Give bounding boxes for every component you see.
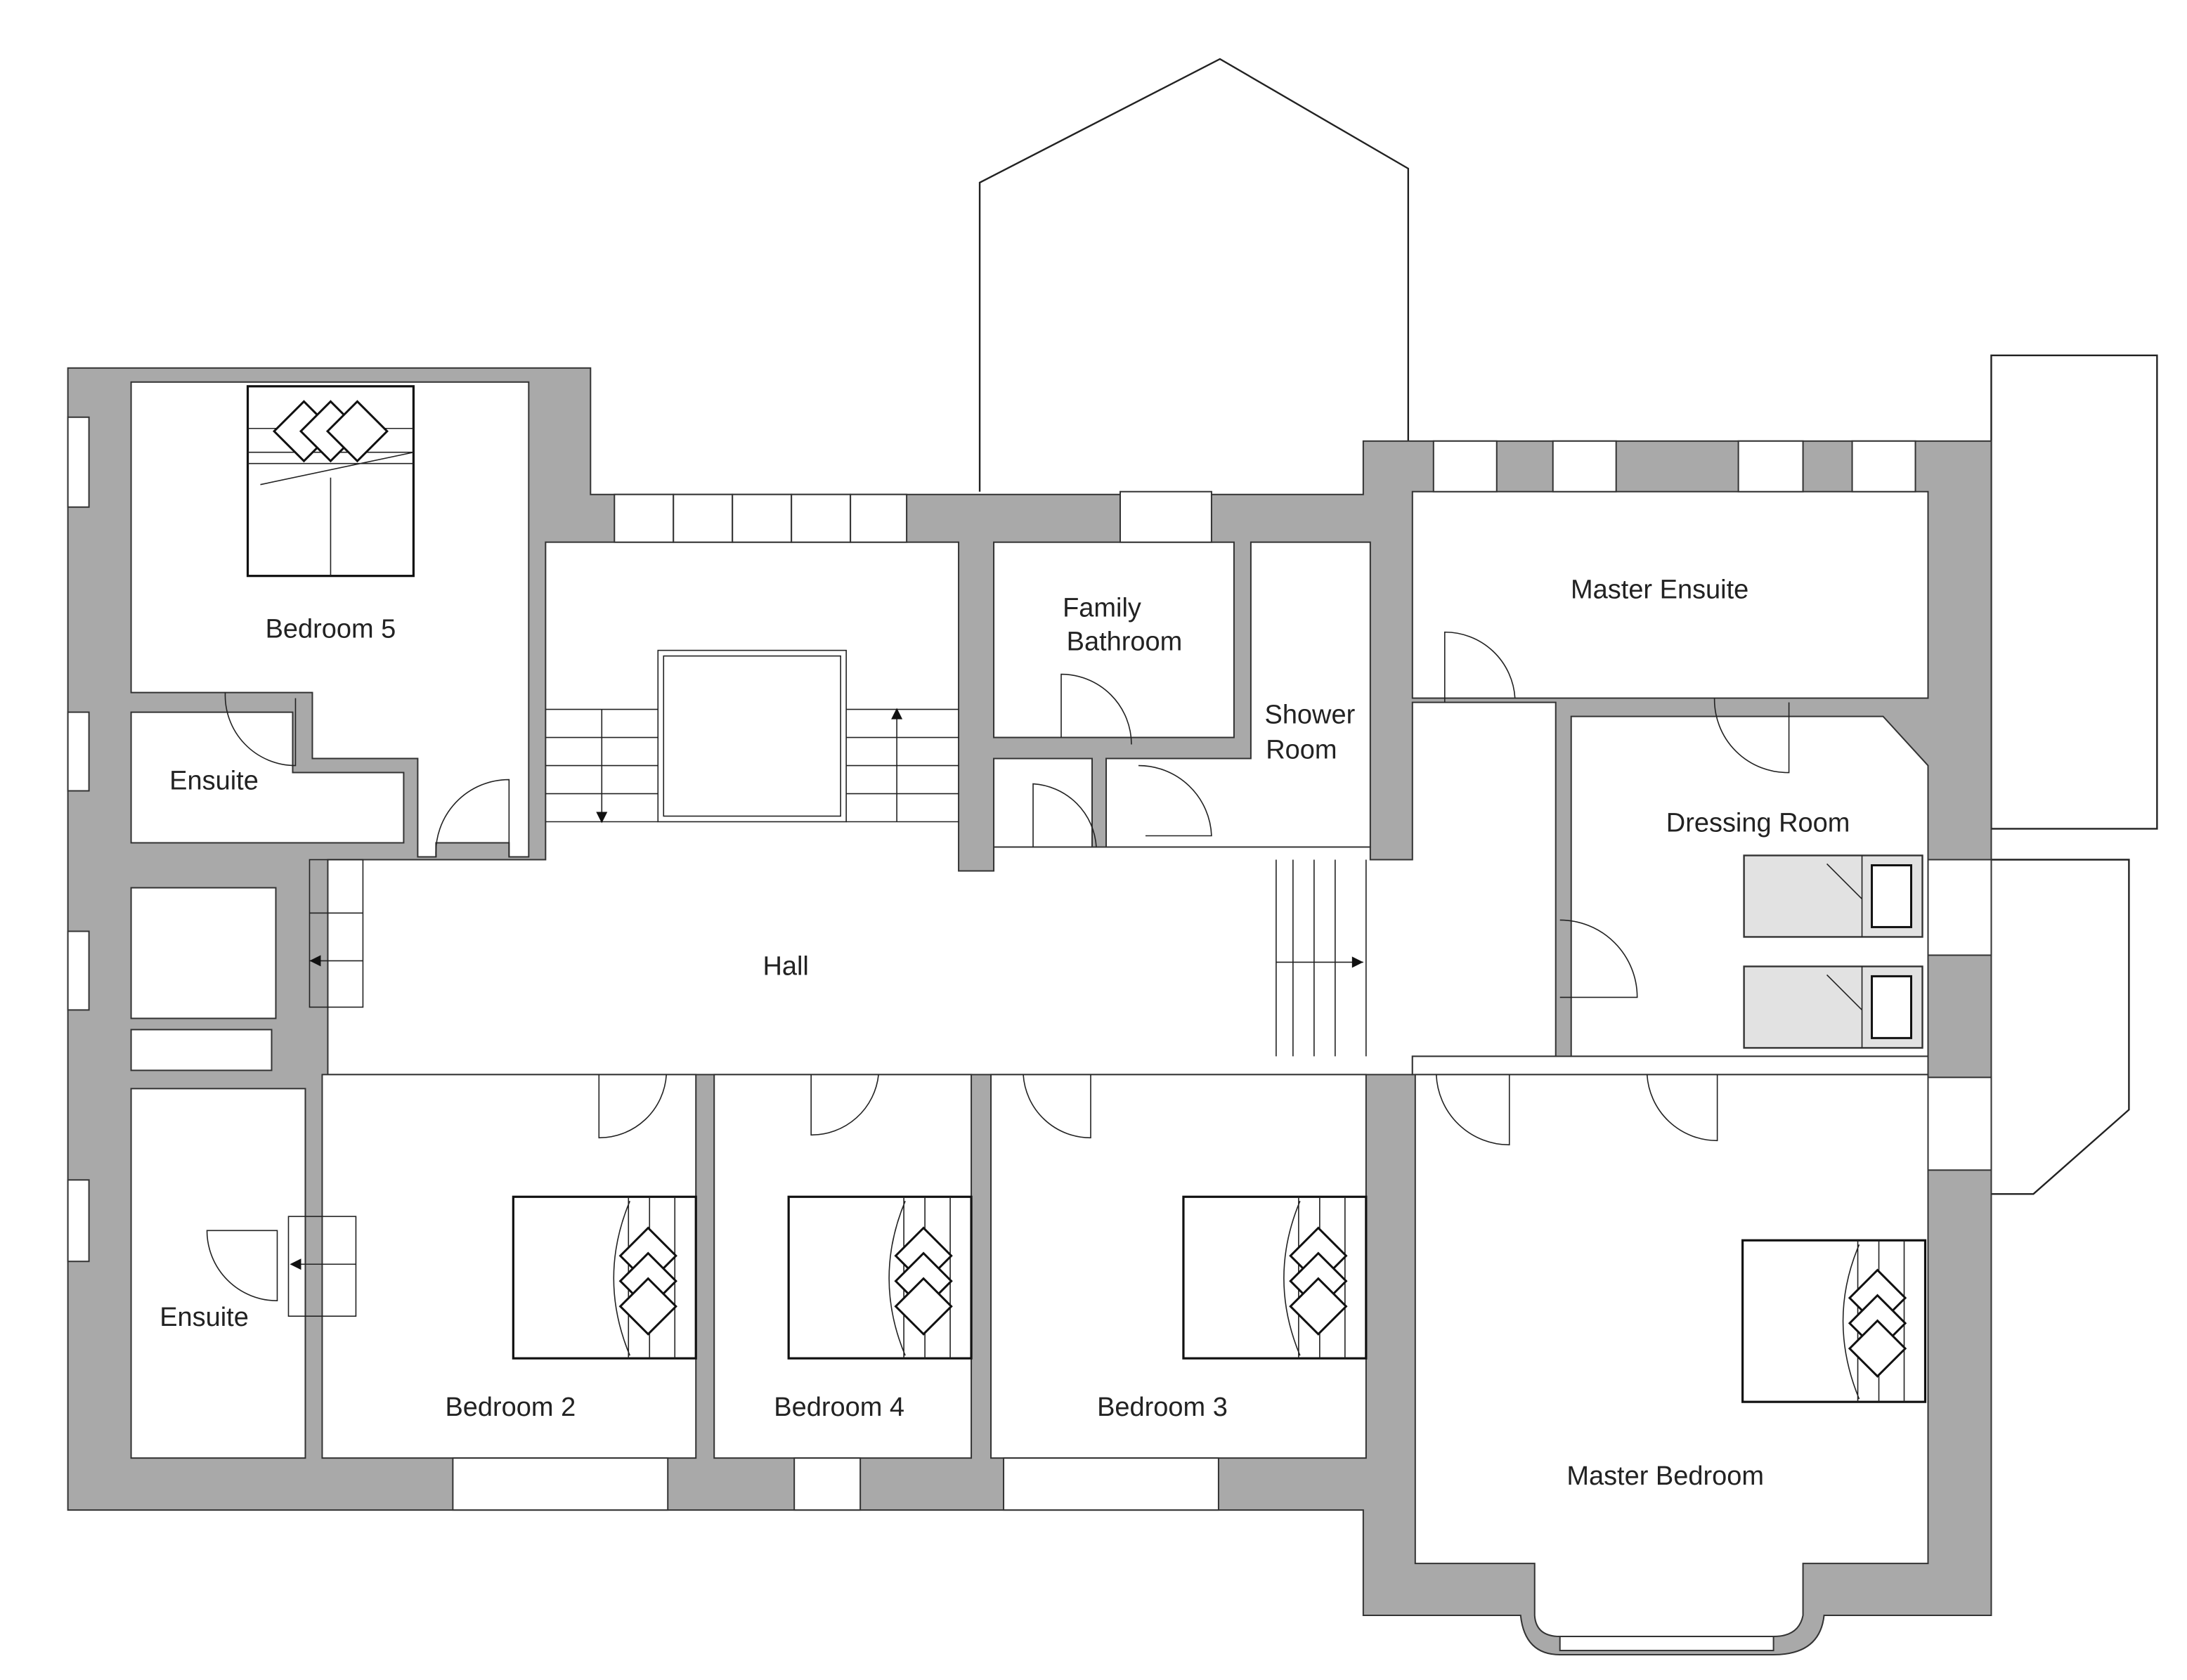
label-bedroom-3: Bedroom 3 <box>1097 1393 1228 1422</box>
label-hall: Hall <box>762 951 808 981</box>
bed-bedroom-2 <box>512 1195 697 1360</box>
roof-gable-outline <box>978 58 1410 492</box>
bed-bedroom-4 <box>787 1195 973 1360</box>
doors <box>206 631 1790 1302</box>
room-ensuite-top <box>130 711 405 844</box>
room-ensuite-bottom <box>130 1088 306 1459</box>
label-bedroom-4: Bedroom 4 <box>774 1393 904 1422</box>
single-beds-dressing-room <box>1743 854 1923 1049</box>
room-cupboard-landing <box>993 757 1094 848</box>
room-shower-room <box>1105 541 1371 848</box>
side-bay-outline <box>1991 859 2130 1195</box>
label-bedroom-2: Bedroom 2 <box>445 1393 576 1422</box>
room-master-ensuite <box>1411 490 1929 699</box>
label-dressing-room: Dressing Room <box>1666 809 1850 838</box>
bed-bedroom-5 <box>246 385 415 578</box>
outbuilding-outline <box>1990 354 2158 830</box>
main-staircase <box>545 649 959 823</box>
label-ensuite-bottom: Ensuite <box>160 1303 249 1332</box>
bed-bedroom-3 <box>1182 1195 1368 1360</box>
label-family-bathroom-2: Bathroom <box>1067 627 1183 657</box>
left-stair <box>287 859 364 1317</box>
room-family-bathroom <box>993 541 1235 738</box>
label-bedroom-5: Bedroom 5 <box>266 615 396 644</box>
label-shower-room-1: Shower <box>1264 701 1355 730</box>
label-master-ensuite: Master Ensuite <box>1571 575 1748 605</box>
right-stair <box>1276 859 1367 1057</box>
label-shower-room-2: Room <box>1266 736 1337 765</box>
windows <box>67 416 1992 1652</box>
room-lobby-strip <box>1411 1055 1929 1076</box>
label-master-bedroom: Master Bedroom <box>1566 1461 1764 1491</box>
room-cupboard-2 <box>130 1029 273 1072</box>
room-cupboard-1 <box>130 887 277 1020</box>
bed-master-bedroom <box>1741 1239 1927 1403</box>
room-hall <box>327 541 1557 1076</box>
label-family-bathroom-1: Family <box>1063 594 1141 623</box>
label-ensuite-top: Ensuite <box>169 767 259 796</box>
